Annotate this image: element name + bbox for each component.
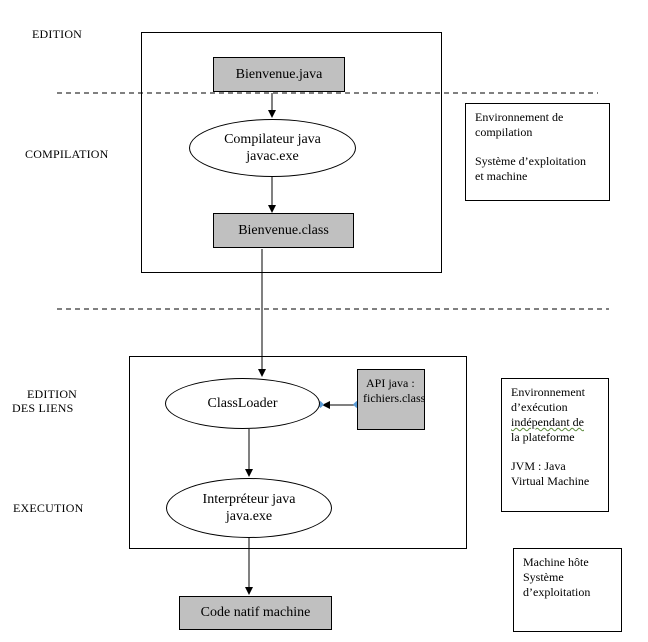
node-bienvenue-class: Bienvenue.class [213,213,354,248]
note-execution-line2: d’exécution [511,400,568,414]
note-compilation-line4: et machine [475,169,528,183]
compilation-frame [141,32,442,273]
node-code-natif: Code natif machine [179,596,332,630]
execution-frame [129,356,467,549]
node-classloader-label: ClassLoader [207,396,278,411]
note-execution-line3: indépendant de [511,415,599,430]
stage-label-edition-liens-line1: EDITION [27,387,78,401]
note-execution-line3-text: indépendant de [511,415,584,429]
node-api-line1: API java : [366,376,415,390]
node-interpreteur-line2: java.exe [225,509,273,524]
note-host-machine: Machine hôte Système d’exploitation [513,548,622,632]
note-compilation-line1: Environnement de [475,110,564,124]
node-interpreteur-line1: Interpréteur java [202,492,296,507]
stage-label-edition-liens-line2: DES LIENS [12,401,74,415]
node-compilateur-line1: Compilateur java [224,132,321,147]
node-bienvenue-java: Bienvenue.java [213,57,345,92]
stage-label-compilation: COMPILATION [25,147,109,161]
note-compilation-environment: Environnement de compilation Système d’e… [465,103,610,201]
note-compilation-line2: compilation [475,125,533,139]
note-compilation-gap [475,140,600,154]
note-execution-gap [511,445,599,459]
stage-label-edition-liens: EDITION DES LIENS [12,387,78,415]
node-classloader: ClassLoader [165,378,320,429]
note-execution-line4: la plateforme [511,430,575,444]
node-api-java: API java : fichiers.class [357,369,425,430]
stage-label-execution: EXECUTION [13,501,84,515]
node-interpreteur-java: Interpréteur java java.exe [166,478,332,538]
note-execution-line5: JVM : Java [511,459,566,473]
node-api-line2: fichiers.class [363,391,426,405]
node-compilateur-line2: javac.exe [246,149,299,164]
stage-label-edition: EDITION [32,27,83,41]
node-compilateur-java: Compilateur java javac.exe [189,119,356,177]
note-execution-environment: Environnement d’exécution indépendant de… [501,378,609,512]
note-host-line2: Système [523,570,564,584]
note-compilation-line3: Système d’exploitation [475,154,586,168]
note-host-line1: Machine hôte [523,555,589,569]
note-execution-line6: Virtual Machine [511,474,590,488]
note-host-line3: d’exploitation [523,585,591,599]
note-execution-line1: Environnement [511,385,585,399]
